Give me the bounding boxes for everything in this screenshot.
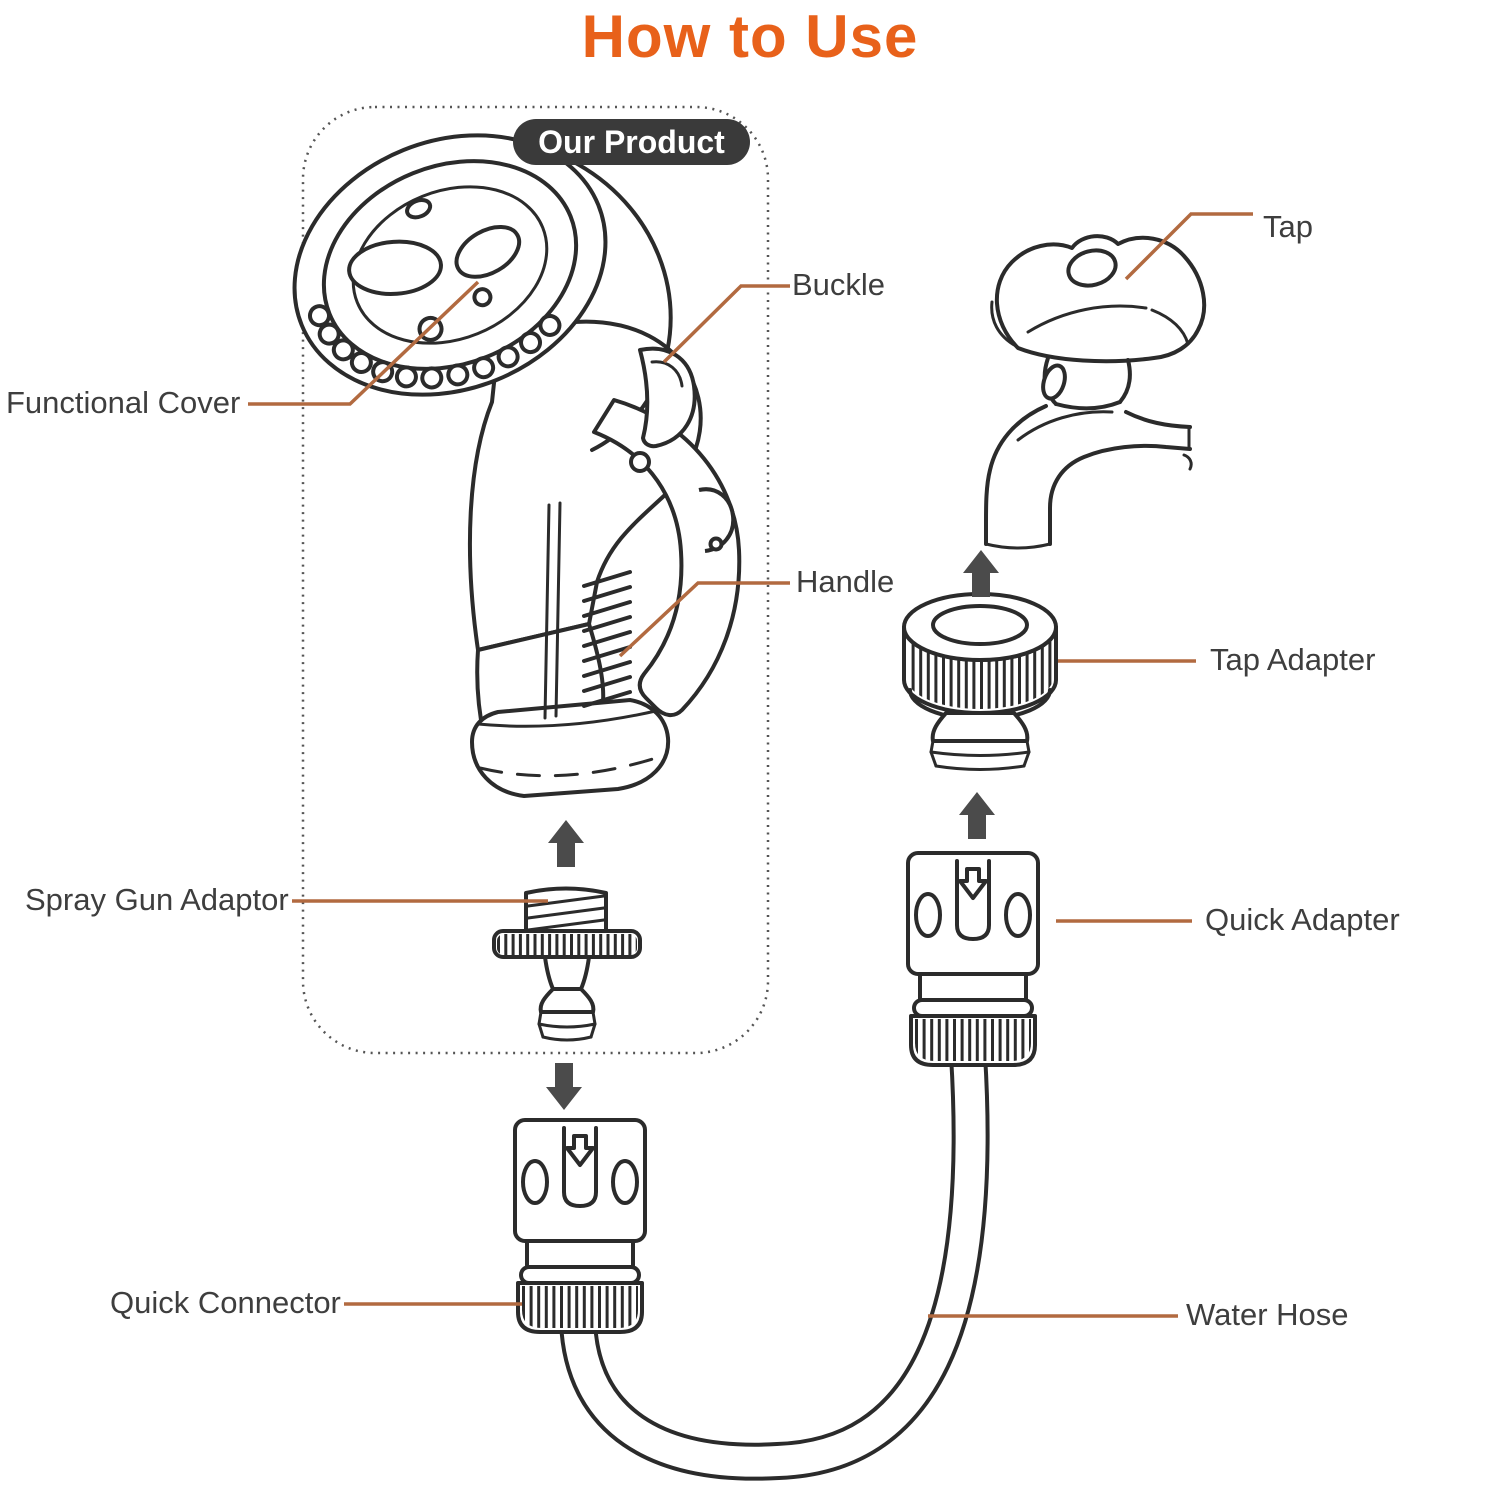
quick-connector-illustration <box>515 1120 645 1332</box>
functional-cover-head <box>292 133 608 397</box>
down-arrow-icon <box>546 1063 582 1110</box>
up-arrow-icon <box>963 550 999 597</box>
page-title: How to Use <box>581 3 919 70</box>
label-tap: Tap <box>1263 209 1313 244</box>
label-functional-cover: Functional Cover <box>6 385 241 420</box>
buckle-part <box>638 346 697 449</box>
up-arrow-icon <box>548 820 584 867</box>
tap-illustration <box>984 234 1207 550</box>
label-handle: Handle <box>796 564 895 599</box>
dashed-product-box <box>301 105 770 1055</box>
label-quick-connector: Quick Connector <box>110 1285 341 1320</box>
water-hose-illustration <box>559 1053 990 1481</box>
label-water-hose: Water Hose <box>1186 1297 1349 1332</box>
our-product-badge: Our Product <box>513 119 750 165</box>
label-tap-adapter: Tap Adapter <box>1210 642 1376 677</box>
leader-line-handle <box>618 581 790 658</box>
label-quick-adapter: Quick Adapter <box>1205 902 1400 937</box>
spray-gun-adaptor-illustration <box>492 886 642 1042</box>
leader-line-functional-cover <box>248 280 480 406</box>
leader-line-buckle <box>662 284 790 364</box>
label-spray-gun-adaptor: Spray Gun Adaptor <box>25 882 289 917</box>
label-buckle: Buckle <box>792 267 886 302</box>
leader-line-tap <box>1124 212 1253 281</box>
spray-gun-illustration <box>292 133 742 798</box>
quick-adapter-illustration <box>908 853 1038 1065</box>
tap-adapter-illustration <box>902 592 1058 771</box>
up-arrow-icon <box>959 792 995 839</box>
leader-lines <box>248 212 1253 1318</box>
